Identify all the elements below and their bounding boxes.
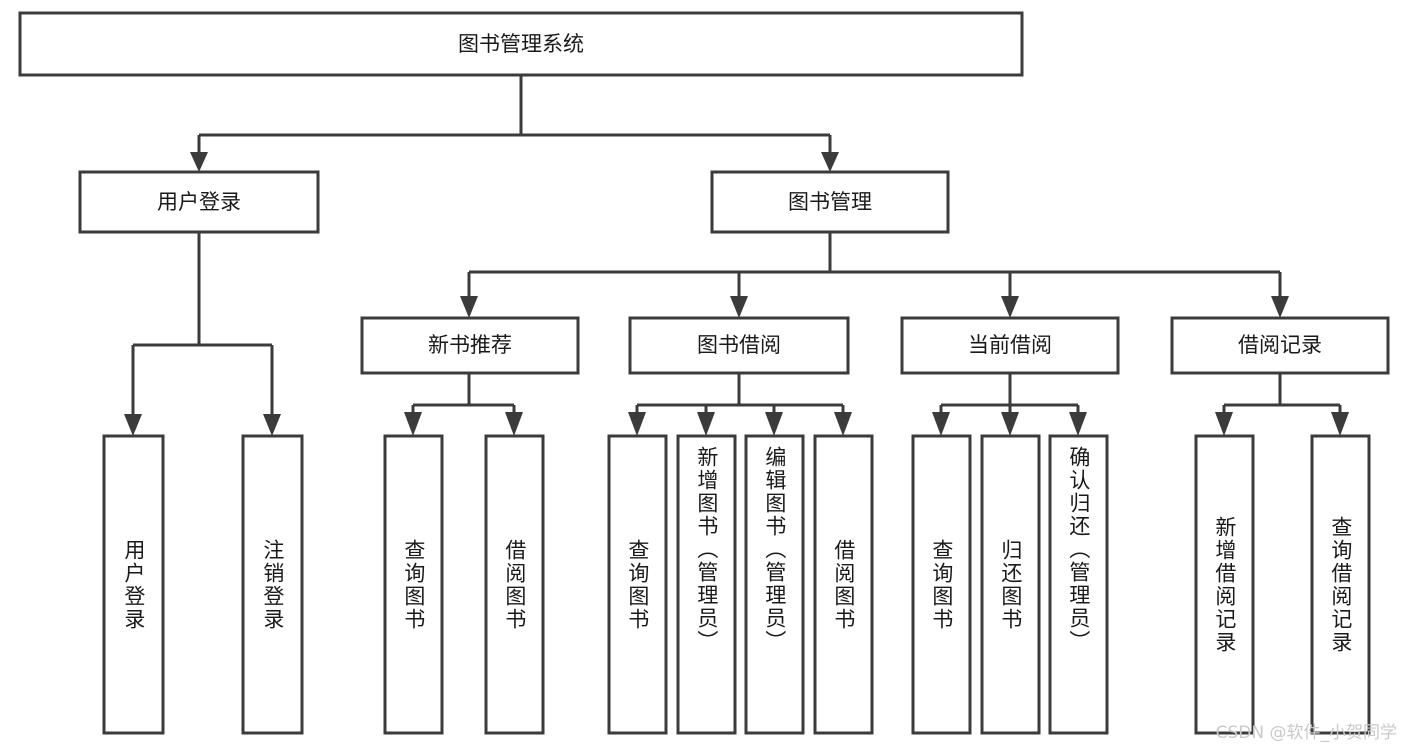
node-new-book-recommend-label: 新书推荐	[428, 333, 512, 357]
leaf-box-user-login[interactable]	[102, 434, 165, 735]
leaf-box-query-book-2[interactable]	[607, 434, 668, 735]
node-borrow-record[interactable]: 借阅记录	[1170, 316, 1390, 375]
node-book-management[interactable]: 图书管理	[710, 170, 950, 234]
node-new-book-recommend[interactable]: 新书推荐	[360, 316, 580, 375]
leaf-box-borrow-book-1[interactable]	[484, 434, 545, 735]
leaf-box-return-book[interactable]	[980, 434, 1041, 735]
arrow-current-leaf-1	[932, 412, 950, 436]
node-current-borrow-label: 当前借阅	[968, 333, 1052, 357]
arrow-root-to-books	[821, 152, 839, 172]
leaf-box-logout[interactable]	[241, 434, 304, 735]
leaf-box-add-book-admin[interactable]	[676, 434, 737, 735]
node-title[interactable]: 图书管理系统	[18, 11, 1024, 77]
arrow-books-to-new	[460, 296, 478, 318]
node-borrow-record-box[interactable]	[1170, 316, 1390, 375]
arrow-books-to-borrow	[730, 296, 748, 318]
arrow-borrow-leaf-3	[765, 412, 783, 436]
connector-layer	[124, 75, 1349, 436]
arrow-record-leaf-2	[1331, 412, 1349, 436]
arrow-current-leaf-2	[1001, 412, 1019, 436]
arrow-borrow-leaf-4	[834, 412, 852, 436]
arrow-books-to-current	[1001, 296, 1019, 318]
node-title-box[interactable]	[18, 11, 1024, 77]
leaf-box-confirm-return-admin[interactable]	[1048, 434, 1109, 735]
leaf-box-query-borrow-record[interactable]	[1310, 434, 1371, 735]
node-current-borrow-box[interactable]	[900, 316, 1120, 375]
node-borrow-record-label: 借阅记录	[1238, 333, 1322, 357]
node-book-management-label: 图书管理	[788, 190, 872, 214]
leaf-box-borrow-book-2[interactable]	[813, 434, 874, 735]
leaf-box-query-book-1[interactable]	[383, 434, 444, 735]
node-book-management-box[interactable]	[710, 170, 950, 234]
arrow-current-leaf-3	[1069, 412, 1087, 436]
node-book-borrow[interactable]: 图书借阅	[628, 316, 850, 375]
node-current-borrow[interactable]: 当前借阅	[900, 316, 1120, 375]
node-title-label: 图书管理系统	[458, 32, 584, 56]
arrow-borrow-leaf-1	[628, 412, 646, 436]
node-user-login[interactable]: 用户登录	[78, 170, 320, 234]
leaf-box-add-borrow-record[interactable]	[1194, 434, 1255, 735]
arrow-borrow-leaf-2	[697, 412, 715, 436]
arrow-record-leaf-1	[1215, 412, 1233, 436]
arrow-login-leaf-1	[124, 414, 142, 436]
csdn-watermark: CSDN @软件_小贺同学	[1215, 723, 1397, 743]
node-user-login-box[interactable]	[78, 170, 320, 234]
node-new-book-recommend-box[interactable]	[360, 316, 580, 375]
arrow-new-leaf-2	[505, 412, 523, 436]
node-book-borrow-label: 图书借阅	[697, 333, 781, 357]
arrow-books-to-record	[1271, 296, 1289, 318]
leaf-box-query-book-3[interactable]	[911, 434, 972, 735]
node-book-borrow-box[interactable]	[628, 316, 850, 375]
arrow-login-leaf-2	[263, 414, 281, 436]
node-user-login-label: 用户登录	[157, 190, 241, 214]
arrow-new-leaf-1	[404, 412, 422, 436]
arrow-root-to-login	[190, 152, 208, 172]
leaf-box-edit-book-admin[interactable]	[744, 434, 805, 735]
